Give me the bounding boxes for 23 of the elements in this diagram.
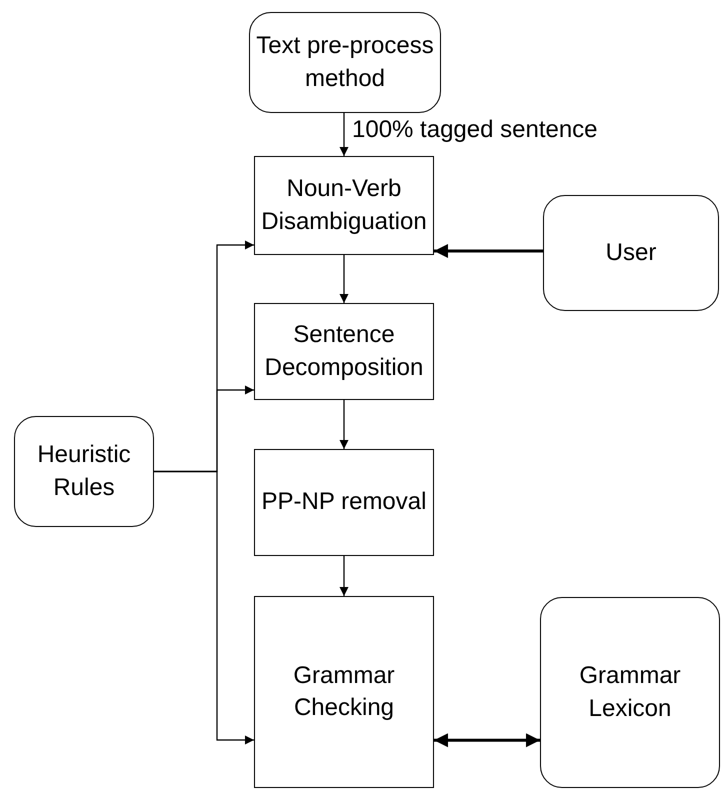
arrow: [154, 470, 254, 744]
rounded-box: [543, 195, 719, 311]
arrow: [340, 113, 348, 156]
node-label: Sentence Decomposition: [264, 320, 424, 382]
process-box: [254, 449, 434, 556]
node-label: Grammar Checking: [292, 660, 396, 723]
rounded-box: [249, 12, 441, 113]
arrow: [434, 733, 540, 748]
node-label: Heuristic Rules: [36, 440, 132, 502]
arrow: [434, 244, 543, 258]
rounded-box: [14, 416, 154, 527]
node-label: Text pre-process method: [255, 31, 435, 94]
arrow: [340, 556, 348, 596]
process-box: [254, 303, 434, 400]
node-label: Noun-Verb Disambiguation: [260, 174, 428, 236]
arrow: [340, 255, 348, 303]
node-label: User: [606, 238, 656, 268]
arrow: [340, 400, 348, 449]
rounded-box: [540, 597, 720, 788]
node-label: PP-NP removal: [262, 487, 426, 518]
node-label: Grammar Lexicon: [578, 661, 682, 724]
process-box: [254, 156, 434, 255]
process-box: [254, 596, 434, 788]
